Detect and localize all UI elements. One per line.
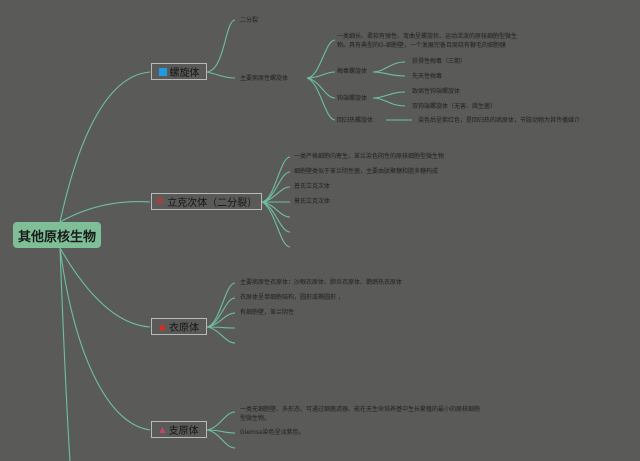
leaf-r-prowazekii[interactable]: 普氏立克次体 [294, 183, 331, 190]
blue-square-icon [158, 67, 167, 76]
branch-mycoplasma[interactable]: ▲ 支原体 [151, 421, 207, 438]
leaf-congenital-syphilis[interactable]: 先天性梅毒 [412, 73, 443, 80]
red-up-arrow-icon: ▲ [159, 321, 166, 332]
branch-spirochete[interactable]: 螺旋体 [151, 63, 207, 80]
leaf-chlamydia-types[interactable]: 主要病原性衣原体：沙眼衣原体、肺炎衣原体、鹦鹉热衣原体 [240, 279, 403, 286]
leaf-spirochete-description[interactable]: 一类细长、柔软有弹性、弯曲呈螺旋状、运动活泼的原核细胞型微生物。具有典型的G-细… [337, 33, 518, 49]
branch-rickettsia[interactable]: ✿ 立克次体（二分裂） [151, 193, 262, 210]
leaf-pathogenic-spirochetes[interactable]: 主要病原性螺旋体 [240, 75, 289, 82]
leaf-borrelia[interactable]: 回归热螺旋体 [337, 117, 374, 124]
root-label: 其他原核生物 [17, 229, 96, 245]
leaf-chlamydia-structure[interactable]: 衣原体呈单细胞结构，圆形或椭圆形 ， [240, 294, 344, 301]
branch-label: 支原体 [168, 426, 199, 437]
branch-label: 立克次体（二分裂） [167, 198, 258, 209]
leaf-r-typhi[interactable]: 莫氏立克次体 [294, 198, 331, 205]
red-flower-icon: ✿ [155, 196, 165, 207]
root-node[interactable]: 其他原核生物 [13, 222, 101, 248]
leaf-pathogenic-leptospira[interactable]: 致病性钩端螺旋体 [412, 88, 461, 95]
leaf-chlamydia-cell-wall[interactable]: 有细胞壁，革兰阴性 [240, 309, 295, 316]
leaf-rickettsia-cell-wall[interactable]: 细胞壁类似于革兰阴性菌，主要由肽聚糖和脂多糖构成 [294, 168, 439, 175]
leaf-mycoplasma-definition[interactable]: 一类无细胞壁、多形态、可通过细菌滤器、能在无生命培养基中生长繁殖的最小的原核细胞… [240, 406, 481, 422]
leaf-giemsa-stain[interactable]: Giemsa染色呈淡紫色。 [240, 429, 305, 436]
branch-chlamydia[interactable]: ▲ 衣原体 [151, 318, 207, 335]
leaf-treponema[interactable]: 梅毒螺旋体 [337, 68, 368, 75]
branch-label: 衣原体 [168, 323, 199, 334]
pink-triangle-icon: ▲ [159, 425, 166, 434]
leaf-binary-fission[interactable]: 二分裂 [240, 17, 259, 24]
leaf-biflexa-leptospira[interactable]: 双钩端螺旋体（无害、腐生菌） [412, 103, 497, 110]
leaf-acquired-syphilis[interactable]: 获得性梅毒（三期） [412, 58, 467, 65]
leaf-leptospira[interactable]: 钩端螺旋体 [337, 95, 368, 102]
leaf-rickettsia-definition[interactable]: 一类严格细胞内寄生、革兰染色阴性的原核细胞型微生物 [294, 153, 445, 160]
branch-label: 螺旋体 [169, 68, 200, 79]
leaf-borrelia-description[interactable]: 染色后呈紫红色，是回归热的病原体，节肢动物为其传播媒介 [418, 117, 581, 124]
